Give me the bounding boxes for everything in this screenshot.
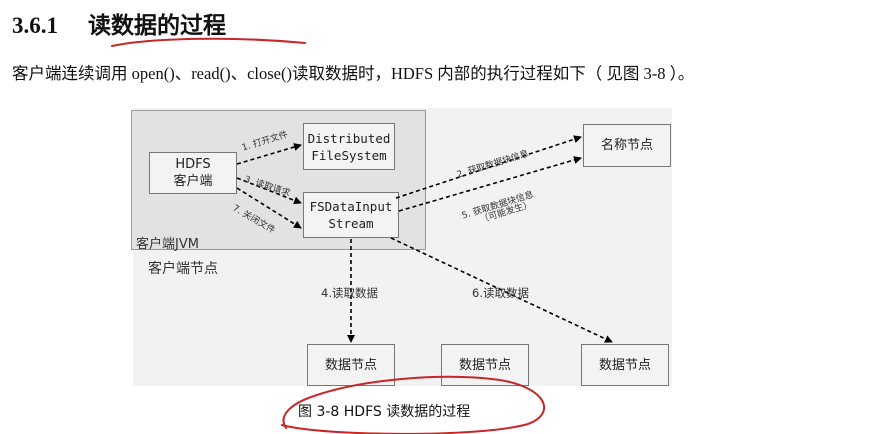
arrow-step-2 <box>395 135 582 199</box>
arrow-step-3 <box>236 177 302 205</box>
section-heading: 3.6.1 读数据的过程 <box>12 6 226 42</box>
figure-caption: 图 3-8 HDFS 读数据的过程 <box>298 404 471 420</box>
label-step-6: 6.读取数据 <box>472 286 529 300</box>
section-number: 3.6.1 <box>12 13 58 38</box>
hdfs-client-line-1: HDFS <box>175 157 211 172</box>
section-title: 读数据的过程 <box>88 13 226 39</box>
dfs-line-1: Distributed <box>307 130 391 146</box>
distributed-filesystem-node: Distributed FileSystem <box>303 123 395 170</box>
hdfs-client-line-2: 客户端 <box>173 174 213 189</box>
namenode: 名称节点 <box>583 124 671 167</box>
label-step-4: 4.读取数据 <box>321 286 378 300</box>
fsdis-line-1: FSDataInput <box>309 199 393 214</box>
fsdis-line-2: Stream <box>328 216 374 231</box>
datanode-3: 数据节点 <box>581 344 669 386</box>
body-paragraph: 客户端连续调用 open()、read()、close()读取数据时，HDFS … <box>12 64 695 83</box>
dfs-line-2: FileSystem <box>311 147 387 163</box>
hdfs-client-node: HDFS 客户端 <box>149 152 237 194</box>
client-node-label: 客户端节点 <box>148 261 218 277</box>
arrow-step-5 <box>398 156 582 212</box>
arrow-step-6 <box>390 237 613 343</box>
arrow-step-7 <box>236 187 302 229</box>
client-jvm-label: 客户端JVM <box>136 237 199 252</box>
fsdatainputstream-node: FSDataInput Stream <box>303 192 399 238</box>
